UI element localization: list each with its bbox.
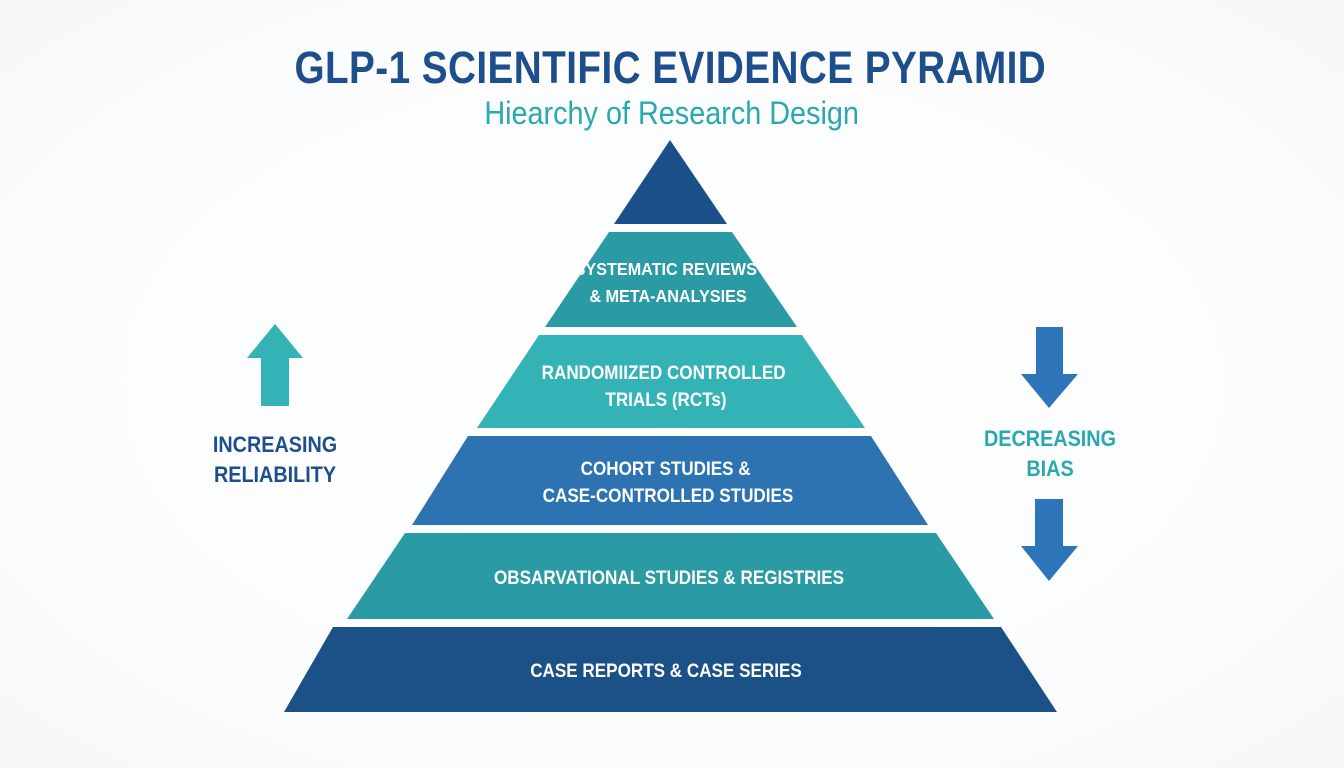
tier-label-line: RANDOMIIZED CONTROLLED bbox=[542, 362, 786, 383]
tier-label-line: SYSTEMATIC REVIEWS bbox=[575, 259, 757, 279]
pyramid-tier-observational-studies bbox=[347, 533, 994, 619]
tier-label-line: CASE-CONTROLLED STUDIES bbox=[543, 485, 794, 506]
increasing-reliability-label: INCREASING RELIABILITY bbox=[212, 432, 338, 487]
tier-label-line: COHORT STUDIES & bbox=[581, 458, 751, 479]
tier-label-line: OBSARVATIONAL STUDIES & REGISTRIES bbox=[494, 567, 844, 588]
tier-label-line: & META-ANALYSIES bbox=[589, 286, 746, 306]
tier-label-line: CASE REPORTS & CASE SERIES bbox=[530, 660, 802, 681]
pyramid-tier-apex bbox=[614, 140, 727, 224]
pyramid-tier-rcts bbox=[477, 335, 865, 428]
tier-label-systematic-reviews: SYSTEMATIC REVIEWS & META-ANALYSIES bbox=[575, 259, 762, 306]
tier-label-cohort-studies: COHORT STUDIES & CASE-CONTROLLED STUDIES bbox=[543, 458, 794, 506]
tier-label-line: TRIALS (RCTs) bbox=[605, 389, 726, 410]
arrow-down-icon bbox=[1021, 327, 1078, 408]
arrow-down-icon bbox=[1021, 499, 1078, 581]
pyramid-tier-systematic-reviews bbox=[545, 232, 797, 327]
tier-label-case-reports: CASE REPORTS & CASE SERIES bbox=[530, 660, 802, 681]
pyramid-tier-cohort-studies bbox=[412, 436, 928, 525]
tier-label-rcts: RANDOMIIZED CONTROLLED TRIALS (RCTs) bbox=[542, 362, 791, 410]
tier-label-observational-studies: OBSARVATIONAL STUDIES & REGISTRIES bbox=[494, 567, 844, 588]
decreasing-bias-label: DECREASING BIAS bbox=[983, 426, 1117, 481]
arrow-up-icon bbox=[247, 324, 303, 406]
diagram-title: GLP-1 SCIENTIFIC EVIDENCE PYRAMID bbox=[294, 42, 1047, 93]
pyramid-tier-case-reports bbox=[284, 627, 1057, 712]
diagram-subtitle: Hiearchy of Research Design bbox=[484, 95, 859, 131]
